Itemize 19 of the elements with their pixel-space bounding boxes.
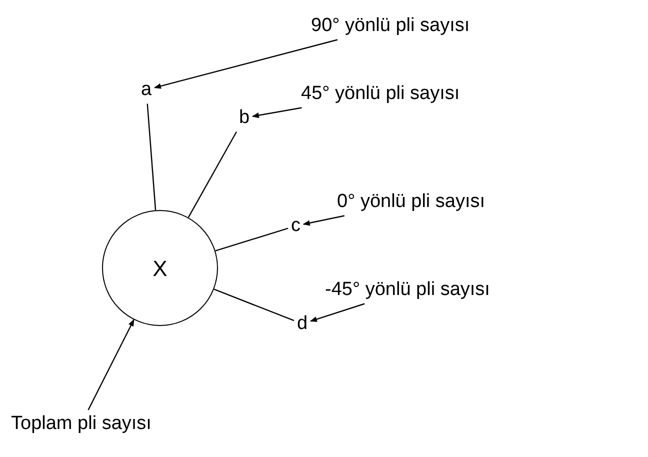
text-label: a bbox=[140, 78, 153, 102]
arrow bbox=[252, 107, 302, 118]
text-label: d bbox=[296, 312, 309, 336]
text-label: 45° yönlü pli sayısı bbox=[300, 82, 461, 106]
text-label: Toplam pli sayısı bbox=[10, 412, 152, 436]
line bbox=[215, 228, 288, 252]
text-label: 90° yönlü pli sayısı bbox=[310, 14, 471, 38]
line bbox=[214, 288, 294, 322]
text-label: b bbox=[238, 106, 251, 130]
text-label: 0° yönlü pli sayısı bbox=[336, 190, 486, 214]
arrow bbox=[88, 319, 134, 410]
text-label: -45° yönlü pli sayısı bbox=[324, 278, 491, 302]
arrow bbox=[154, 39, 338, 89]
line bbox=[146, 104, 156, 210]
line bbox=[188, 131, 238, 218]
arrow bbox=[310, 303, 365, 322]
arrow bbox=[302, 215, 344, 226]
text-label: c bbox=[290, 214, 302, 238]
text-label: X bbox=[152, 254, 168, 282]
